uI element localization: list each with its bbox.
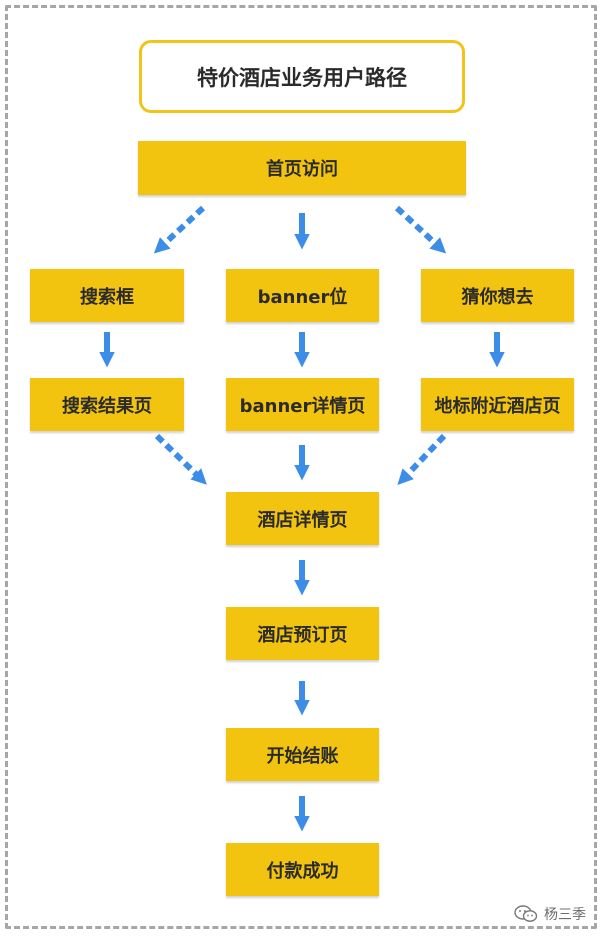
node-hotel-booking: 酒店预订页 [226,607,379,660]
node-home-visit: 首页访问 [138,141,466,195]
wechat-icon [514,905,538,922]
node-hotel-detail: 酒店详情页 [226,492,379,545]
node-checkout: 开始结账 [226,728,379,781]
dashed-frame [5,5,597,929]
node-landmark-hotels: 地标附近酒店页 [421,378,574,431]
watermark: 杨三季 [514,904,586,924]
diagram-title: 特价酒店业务用户路径 [139,40,465,113]
node-guess-you-like: 猜你想去 [421,269,574,322]
watermark-text: 杨三季 [544,907,586,923]
node-search-box: 搜索框 [30,269,184,322]
node-search-results: 搜索结果页 [30,378,184,431]
node-payment-success: 付款成功 [226,843,379,896]
node-banner: banner位 [226,269,379,322]
node-banner-detail: banner详情页 [226,378,379,431]
